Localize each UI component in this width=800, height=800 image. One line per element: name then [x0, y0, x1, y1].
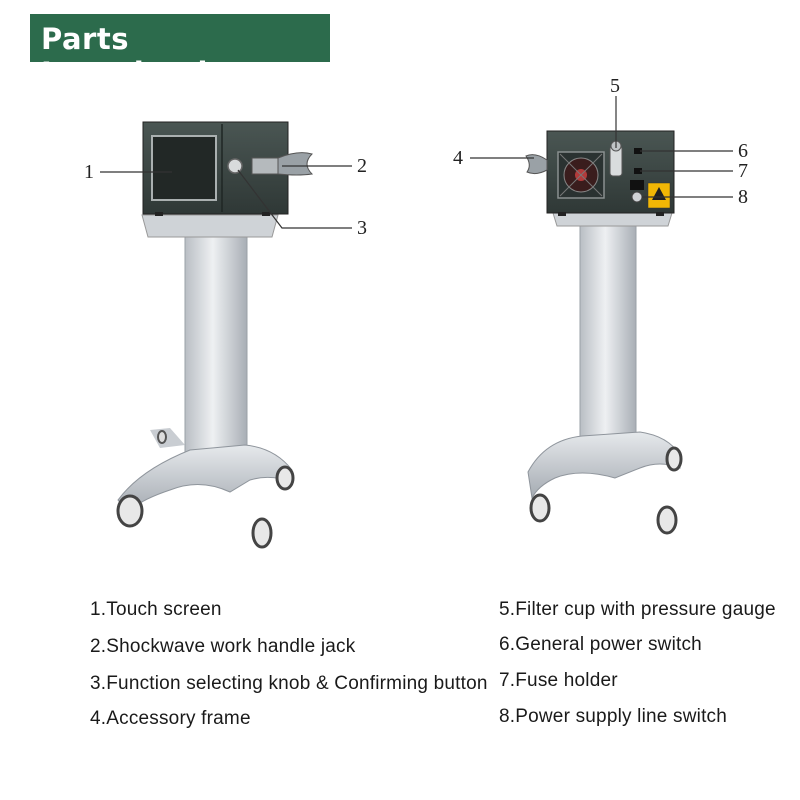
legend-item: 3.Function selecting knob & Confirming b…: [90, 673, 488, 694]
legend-item: 5.Filter cup with pressure gauge: [499, 599, 776, 620]
callout-number-2: 2: [357, 155, 367, 177]
callout-number-3: 3: [357, 217, 367, 239]
legend-item: 4.Accessory frame: [90, 708, 251, 729]
callout-number-8: 8: [738, 186, 748, 208]
callout-number-7: 7: [738, 160, 748, 182]
callout-lines: [100, 96, 733, 229]
back-view-device: [525, 130, 683, 535]
header-banner: Parts Introduction: [30, 14, 330, 90]
legend-item: 6.General power switch: [499, 634, 702, 655]
legend-item: 2.Shockwave work handle jack: [90, 636, 356, 657]
page-title: Parts Introduction: [41, 22, 250, 90]
callout-number-6: 6: [738, 140, 748, 162]
callout-number-1: 1: [84, 161, 94, 183]
callout-number-4: 4: [453, 147, 463, 169]
callout-number-5: 5: [610, 75, 620, 97]
legend-item: 1.Touch screen: [90, 599, 222, 620]
front-view-device: [116, 121, 314, 549]
legend-item: 7.Fuse holder: [499, 670, 618, 691]
legend-item: 8.Power supply line switch: [499, 706, 728, 727]
product-illustration: [100, 96, 733, 549]
